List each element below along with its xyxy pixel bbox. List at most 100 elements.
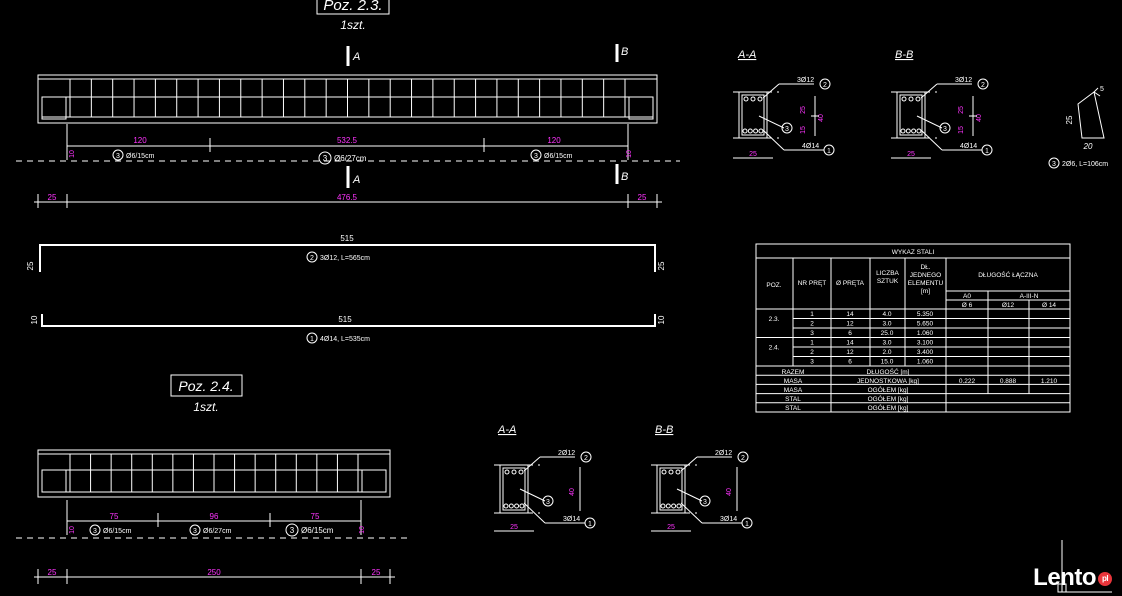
poz24-qty: 1szt. bbox=[193, 400, 218, 414]
section-label-b-top: B bbox=[621, 46, 628, 58]
rebar-bottom bbox=[916, 128, 922, 134]
table-cell: 2 bbox=[810, 321, 814, 328]
h25-label: 25 bbox=[958, 106, 965, 114]
rebar-top bbox=[661, 469, 667, 475]
table-cell: 1.060 bbox=[917, 330, 934, 337]
poz23-dim-10a: 10 bbox=[69, 150, 76, 158]
poz24-title: Poz. 2.4. bbox=[178, 378, 233, 394]
rebar-top bbox=[504, 469, 510, 475]
table-cell: 2.0 bbox=[882, 349, 891, 356]
rebar-top bbox=[908, 96, 914, 102]
bar1-num-circle bbox=[306, 332, 318, 344]
rebar-bottom bbox=[900, 128, 906, 134]
poz23-dim-left: 120 bbox=[133, 136, 147, 145]
svg-text:2: 2 bbox=[310, 255, 314, 262]
sec23-aa-title: A-A bbox=[737, 49, 756, 61]
rebar-bottom bbox=[514, 503, 520, 509]
th-d14: Ø 14 bbox=[1042, 302, 1056, 309]
sum-masa1: MASA bbox=[784, 378, 803, 385]
leader-stirrup bbox=[519, 488, 546, 502]
stirrup-num-left-24 bbox=[89, 524, 101, 536]
table-cell: 3.400 bbox=[917, 349, 934, 356]
poz24-stirrup-left: Ø6/15cm bbox=[103, 528, 132, 535]
table-cell: 15.0 bbox=[881, 359, 894, 366]
num-3: 3 bbox=[546, 499, 550, 506]
svg-text:1: 1 bbox=[310, 336, 314, 343]
rebar-top bbox=[675, 469, 681, 475]
th-poz: POZ. bbox=[766, 282, 781, 289]
poz24-overall-mid: 250 bbox=[207, 568, 221, 577]
sec24-bb-title: B-B bbox=[655, 424, 673, 436]
poz23-dim-10b: 10 bbox=[626, 150, 633, 158]
bottom-bars-label: 4Ø14 bbox=[802, 143, 819, 150]
poz23-stirrup-mid: Ø6/27cm bbox=[334, 154, 367, 163]
poz24-overall-left: 25 bbox=[48, 568, 57, 577]
rebar-bottom bbox=[508, 503, 514, 509]
leader-stirrup bbox=[916, 115, 943, 129]
rebar-bottom bbox=[503, 503, 509, 509]
section-stirrup bbox=[502, 467, 526, 511]
stirrup-num-mid-24 bbox=[189, 524, 201, 536]
stirrup-num-mid-23 bbox=[318, 151, 332, 165]
num-1-circle bbox=[584, 517, 596, 529]
num-3-circle bbox=[542, 495, 554, 507]
rebar-top bbox=[511, 469, 517, 475]
num-3: 3 bbox=[943, 126, 947, 133]
table-cell-poz: 2.4. bbox=[769, 345, 780, 352]
sum-m6: 0.222 bbox=[959, 378, 976, 385]
section-label-a-bottom: A bbox=[352, 174, 360, 186]
svg-text:3: 3 bbox=[323, 154, 328, 163]
leader-stirrup bbox=[676, 488, 703, 502]
table-cell-poz: 2.3. bbox=[769, 316, 780, 323]
h40-label: 40 bbox=[976, 114, 983, 122]
bottom-bars-label: 3Ø14 bbox=[563, 516, 580, 523]
stirrup-detail-h: 25 bbox=[1065, 115, 1074, 124]
rebar-bottom bbox=[758, 128, 764, 134]
sum-stal2: STAL bbox=[785, 405, 801, 412]
top-bars-label: 2Ø12 bbox=[558, 450, 575, 457]
table-cell: 1 bbox=[810, 340, 814, 347]
table-cell: 4.0 bbox=[882, 311, 891, 318]
bar2-num-circle bbox=[306, 251, 318, 263]
num-1: 1 bbox=[588, 521, 592, 528]
poz23-stirrup-right: Ø6/15cm bbox=[544, 153, 573, 160]
num-2: 2 bbox=[981, 82, 985, 89]
num-3: 3 bbox=[785, 126, 789, 133]
h15-label: 15 bbox=[958, 126, 965, 134]
table-cell: 25.0 bbox=[881, 330, 894, 337]
bar-1-shape bbox=[41, 314, 656, 327]
leader-top bbox=[920, 83, 938, 99]
table-cell: 14 bbox=[846, 340, 854, 347]
rebar-top bbox=[915, 96, 921, 102]
rebar-top bbox=[757, 96, 763, 102]
h15-label: 15 bbox=[800, 126, 807, 134]
rebar-top bbox=[901, 96, 907, 102]
section-stirrup bbox=[659, 467, 683, 511]
num-3-circle bbox=[699, 495, 711, 507]
leader-bottom bbox=[523, 502, 546, 524]
leader-bottom bbox=[762, 129, 785, 151]
th-count-wrap: LICZBA SZTUK bbox=[876, 270, 899, 285]
stirrup-num-right-24 bbox=[285, 523, 299, 537]
table-cell: 5.650 bbox=[917, 321, 934, 328]
poz23-qty: 1szt. bbox=[340, 18, 365, 32]
poz23-overall-right: 25 bbox=[638, 193, 647, 202]
h40-label: 40 bbox=[818, 114, 825, 122]
num-1: 1 bbox=[745, 521, 749, 528]
th-len-wrap: DŁ. JEDNEGO ELEMENTU [m] bbox=[908, 264, 943, 295]
h25-label: 25 bbox=[800, 106, 807, 114]
th-count: LICZBA SZTUK bbox=[876, 270, 899, 285]
sec23-bb-title: B-B bbox=[895, 49, 913, 61]
num-1: 1 bbox=[827, 148, 831, 155]
num-3: 3 bbox=[703, 499, 707, 506]
section-label-a-top: A bbox=[352, 51, 360, 63]
bottom-bars-label: 3Ø14 bbox=[720, 516, 737, 523]
steel-table-title: WYKAZ STALI bbox=[892, 249, 935, 256]
rebar-top bbox=[750, 96, 756, 102]
section-outline bbox=[896, 91, 926, 139]
